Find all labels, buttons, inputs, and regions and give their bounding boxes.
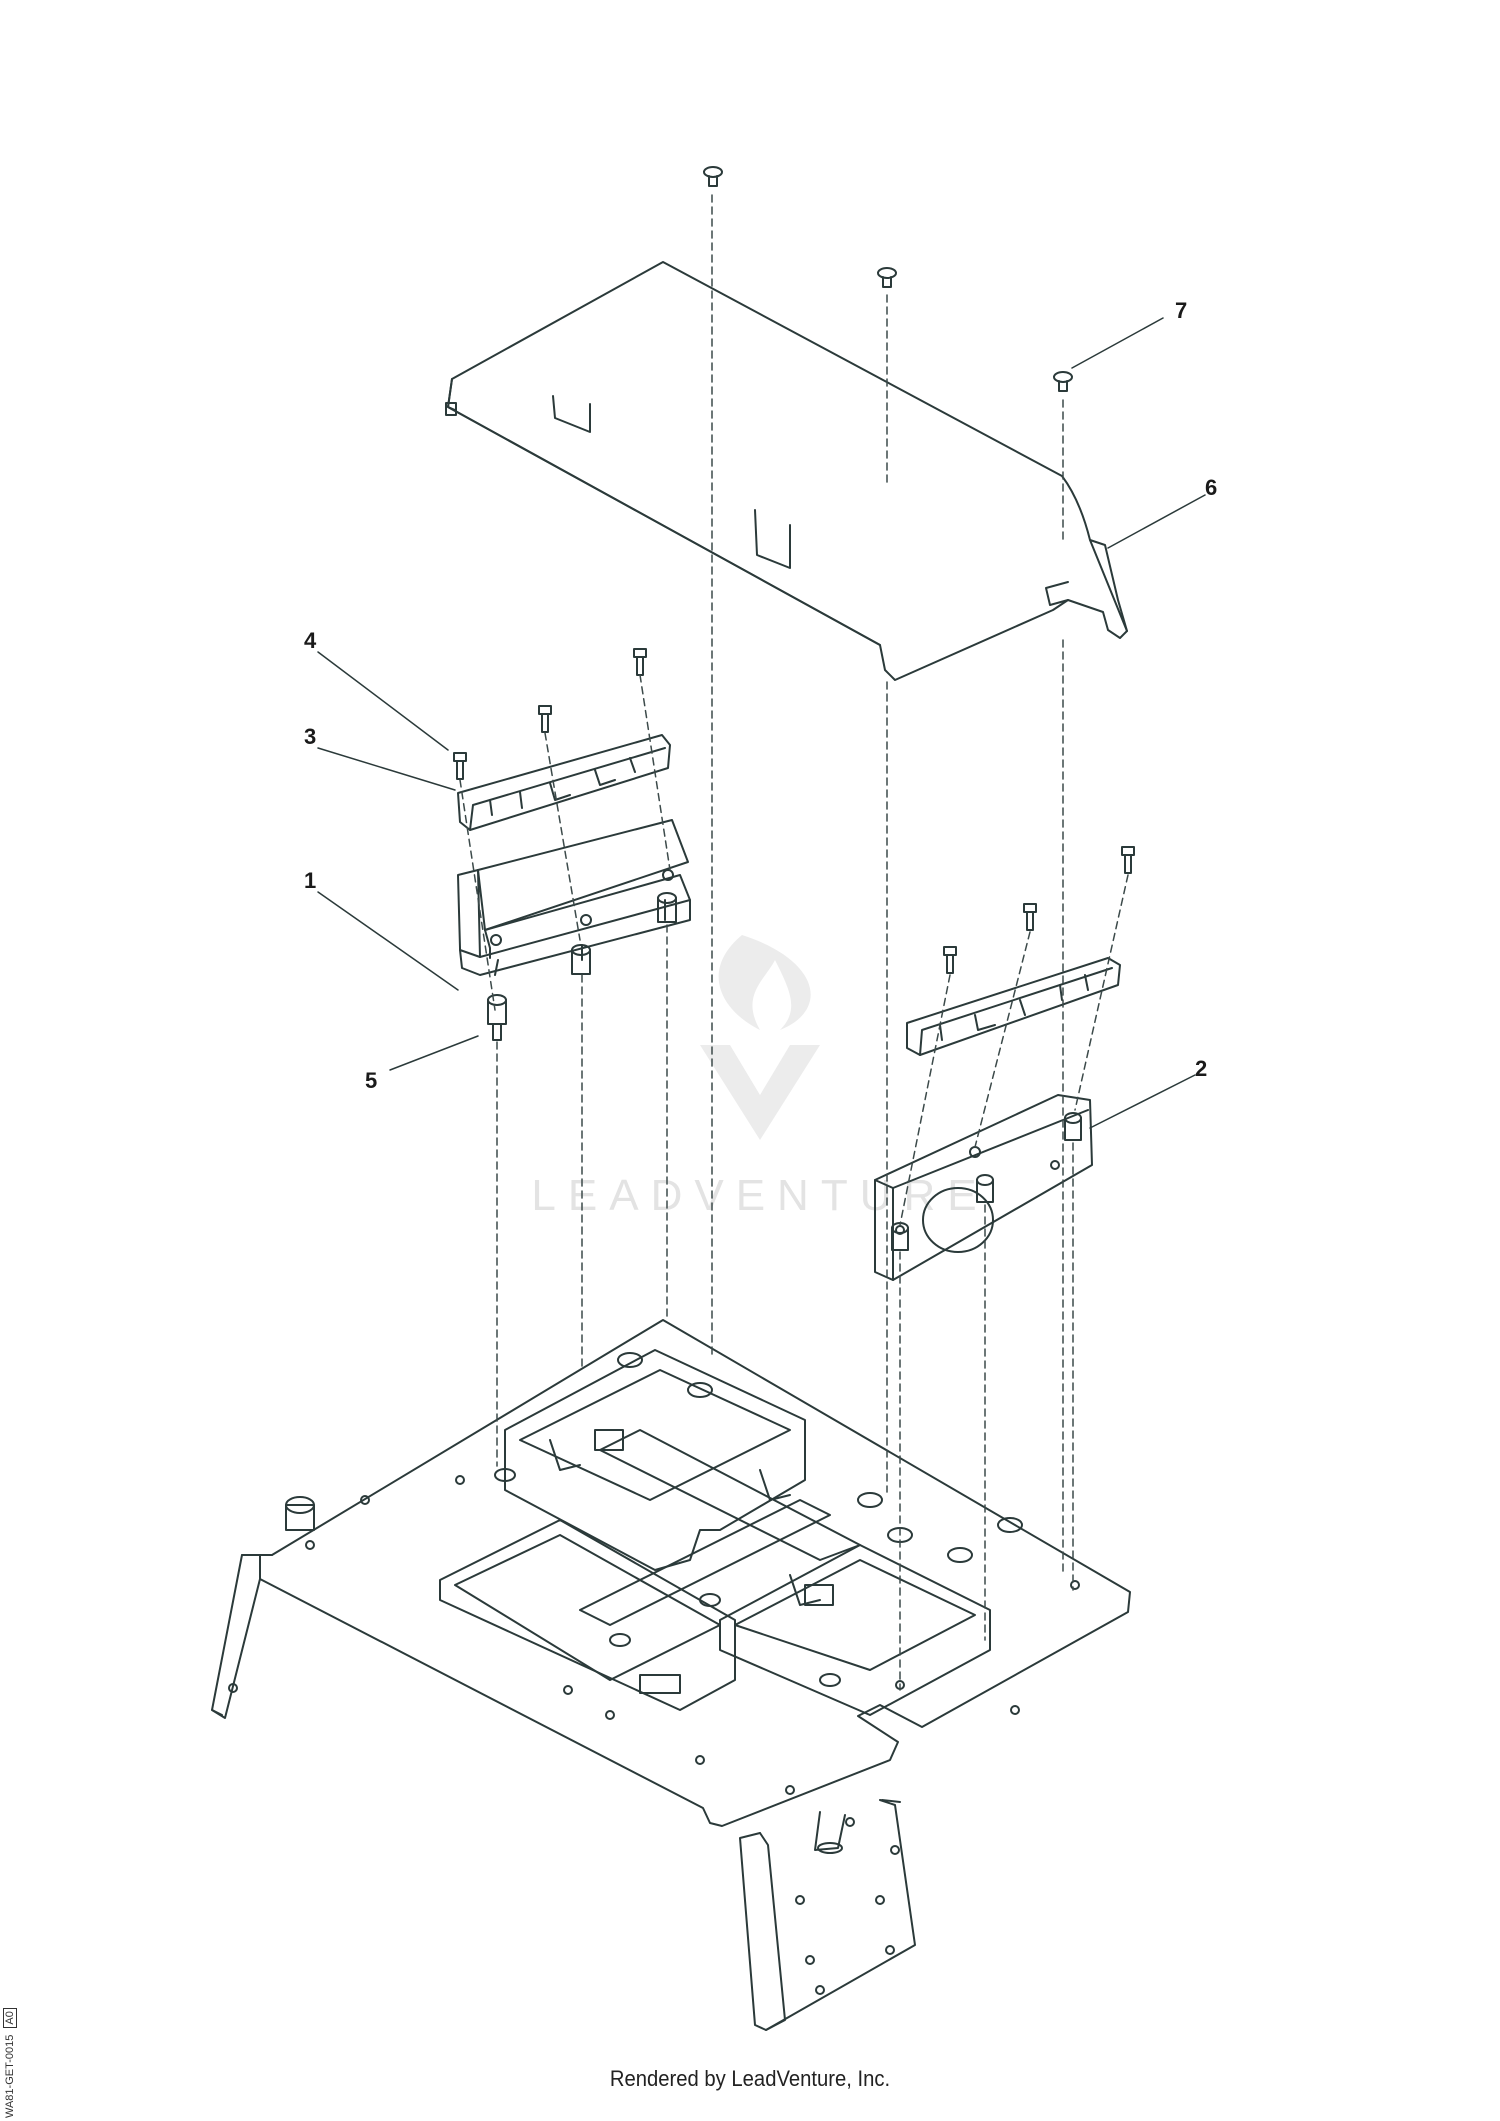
assembly-lines [459, 194, 1129, 1691]
drawing-revision: A0 [3, 2008, 17, 2028]
screw-icon [943, 946, 957, 974]
callout-labels: 1 2 3 4 5 6 7 [304, 298, 1217, 1093]
callout-5: 5 [365, 1068, 377, 1093]
drawing-code: WA81-GET-0015 A0 [3, 2008, 17, 2118]
bolt-icon [976, 1174, 994, 1203]
footer-credit: Rendered by LeadVenture, Inc. [609, 2066, 891, 2091]
callout-7: 7 [1175, 298, 1187, 323]
screw-icon [633, 648, 647, 676]
bolt-icon [571, 944, 591, 975]
right-bracket-bar [906, 957, 1121, 1056]
callout-4: 4 [304, 628, 317, 653]
bolt-icon [487, 994, 507, 1041]
screw-icon [703, 166, 723, 187]
screw-icon [877, 267, 897, 288]
screw-icon [453, 752, 467, 780]
callout-1: 1 [304, 868, 316, 893]
screw-icon [1121, 846, 1135, 874]
motor-controllers [439, 1349, 1023, 1716]
bolt-icon [1064, 1112, 1082, 1141]
bolt-icon [891, 1222, 909, 1251]
leader-lines [317, 317, 1206, 1129]
screw-icon [538, 705, 552, 733]
screw-icon [1023, 903, 1037, 931]
bracket-bar-part-3 [457, 734, 671, 831]
screw-icon [1053, 371, 1073, 392]
drawing-code-text: WA81-GET-0015 [4, 2034, 16, 2118]
bolt-icon [657, 892, 677, 923]
callout-6: 6 [1205, 475, 1217, 500]
mounting-plate-part-2 [874, 1094, 1093, 1281]
watermark-text: LEADVENTURE [531, 1171, 988, 1220]
callout-3: 3 [304, 724, 316, 749]
callout-2: 2 [1195, 1056, 1207, 1081]
right-bracket-screws [943, 846, 1135, 974]
cover-screws-part-7 [703, 166, 1073, 392]
shoulder-bolts-part-5 [487, 892, 677, 1041]
mounting-plate-part-1 [457, 819, 691, 976]
top-cover-part-6 [445, 261, 1128, 681]
